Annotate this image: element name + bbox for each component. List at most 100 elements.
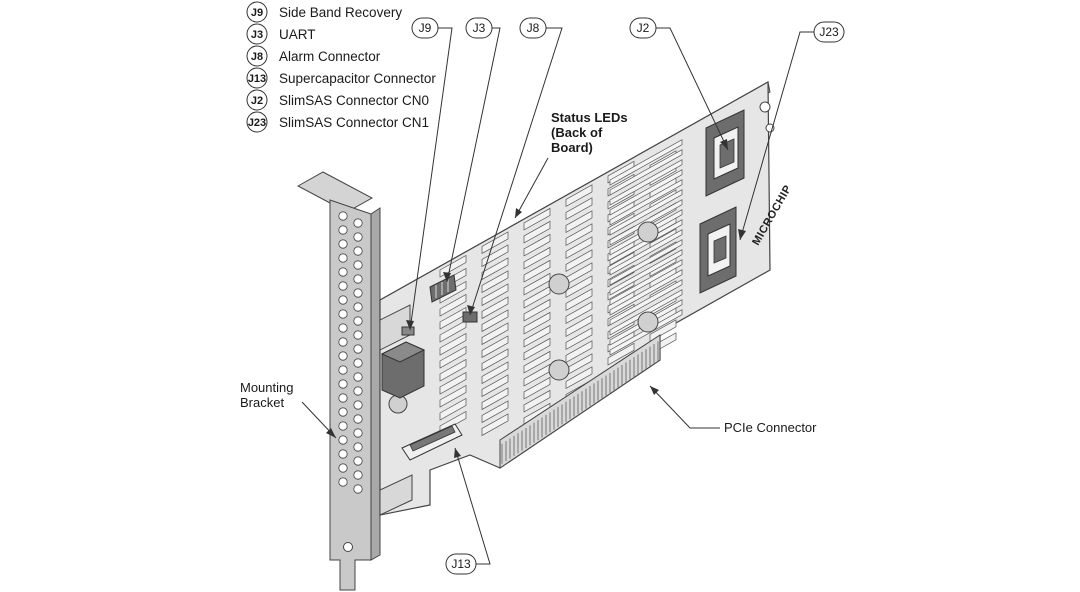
bracket-hole xyxy=(338,211,348,221)
arrowhead-mounting-bracket xyxy=(326,428,336,438)
mounting-bracket-line-2: Bracket xyxy=(240,395,284,410)
legend-badge-j9 xyxy=(246,1,268,23)
leader-j8 xyxy=(469,27,563,316)
board-component xyxy=(481,374,509,398)
legend-badge-j23 xyxy=(246,111,268,133)
arrowhead-j13 xyxy=(454,448,461,458)
leader-arrowheads xyxy=(326,139,746,458)
legend-label-j9: Side Band Recovery xyxy=(279,5,402,20)
j2-port-inner xyxy=(719,138,735,169)
board-component xyxy=(439,293,467,317)
heatsink-fin xyxy=(609,149,683,196)
callout-j8: J8 xyxy=(519,17,547,39)
arrowhead-j23 xyxy=(738,229,746,240)
bracket-hole xyxy=(353,470,363,480)
board-mount-hole xyxy=(759,101,771,113)
board-component xyxy=(523,298,551,322)
legend-item-j3: J3 UART xyxy=(246,23,316,45)
legend-label-j23: SlimSAS Connector CN1 xyxy=(279,115,429,130)
bracket-hole xyxy=(338,379,348,389)
board-component xyxy=(523,311,551,335)
bracket-hole xyxy=(338,407,348,417)
board-clip xyxy=(379,474,413,516)
board-component xyxy=(565,301,593,325)
heatsink-fin xyxy=(609,169,683,216)
bracket-hole xyxy=(338,463,348,473)
board-component xyxy=(481,231,509,255)
bracket-hole xyxy=(338,309,348,319)
legend-code-j2: J2 xyxy=(251,95,263,107)
bracket-screw-hole xyxy=(343,542,353,552)
callout-j2-badge xyxy=(629,17,657,39)
standoff xyxy=(637,311,659,333)
bracket-hole xyxy=(353,330,363,340)
legend-label-j8: Alarm Connector xyxy=(279,49,381,64)
board-component xyxy=(439,384,467,408)
arrowhead-status-leds xyxy=(515,208,522,218)
legend: J9 Side Band Recovery J3 UART J8 Alarm C… xyxy=(246,1,436,133)
bracket-vent-holes xyxy=(338,211,363,494)
bracket-hole xyxy=(338,239,348,249)
standoff xyxy=(548,273,570,295)
board-component xyxy=(523,324,551,348)
board-component xyxy=(565,210,593,234)
board-component xyxy=(565,249,593,273)
bracket-hole xyxy=(353,260,363,270)
bracket-hole xyxy=(353,484,363,494)
j9-header xyxy=(401,326,415,336)
legend-badge-j13 xyxy=(246,67,268,89)
pcie-connector-edge xyxy=(499,334,661,469)
callout-j9-badge xyxy=(411,17,439,39)
bracket-hole xyxy=(338,295,348,305)
bracket-side-edge xyxy=(370,207,381,561)
slimsas-j2 xyxy=(705,109,745,197)
legend-code-j3: J3 xyxy=(251,29,263,41)
callout-j23-badge xyxy=(813,21,845,43)
board-component xyxy=(565,197,593,221)
callout-j2-text: J2 xyxy=(637,21,650,35)
legend-item-j9: J9 Side Band Recovery xyxy=(246,1,402,23)
bracket-hole xyxy=(338,351,348,361)
leader-j13 xyxy=(454,447,491,565)
legend-item-j13: J13 Supercapacitor Connector xyxy=(246,67,436,89)
legend-code-j9: J9 xyxy=(251,7,263,19)
board-component xyxy=(481,283,509,307)
board-component xyxy=(523,285,551,309)
heatsink-fin xyxy=(609,229,683,276)
legend-item-j2: J2 SlimSAS Connector CN0 xyxy=(246,89,429,111)
board-component xyxy=(523,389,551,413)
board-component xyxy=(565,223,593,247)
board-component xyxy=(481,348,509,372)
callout-j3-text: J3 xyxy=(473,21,486,35)
board-component xyxy=(565,288,593,312)
board-component xyxy=(439,254,467,278)
board-component xyxy=(481,400,509,424)
bracket-hole xyxy=(353,428,363,438)
bracket-hole xyxy=(353,218,363,228)
board-component xyxy=(565,275,593,299)
bracket-hole xyxy=(353,456,363,466)
arrowhead-j9 xyxy=(406,320,414,330)
board-component xyxy=(565,327,593,351)
heatsink-fin xyxy=(609,189,683,236)
board-component xyxy=(439,280,467,304)
bracket-hole xyxy=(353,372,363,382)
board-component xyxy=(523,337,551,361)
j13-slot xyxy=(409,425,456,452)
board-component xyxy=(481,361,509,385)
status-leds-line-3: Board) xyxy=(551,140,593,155)
board-component xyxy=(481,244,509,268)
board-component xyxy=(565,184,593,208)
legend-code-j8: J8 xyxy=(251,51,263,63)
board-component xyxy=(523,246,551,270)
board-component xyxy=(565,366,593,390)
legend-label-j13: Supercapacitor Connector xyxy=(279,71,436,86)
label-pcie-connector: PCIe Connector xyxy=(724,420,817,435)
arrowhead-pcie xyxy=(650,386,659,395)
bracket-hole xyxy=(353,246,363,256)
bracket-hole xyxy=(338,393,348,403)
callout-j23: J23 xyxy=(813,21,845,43)
board-component xyxy=(439,345,467,369)
j13-connector xyxy=(401,423,463,461)
